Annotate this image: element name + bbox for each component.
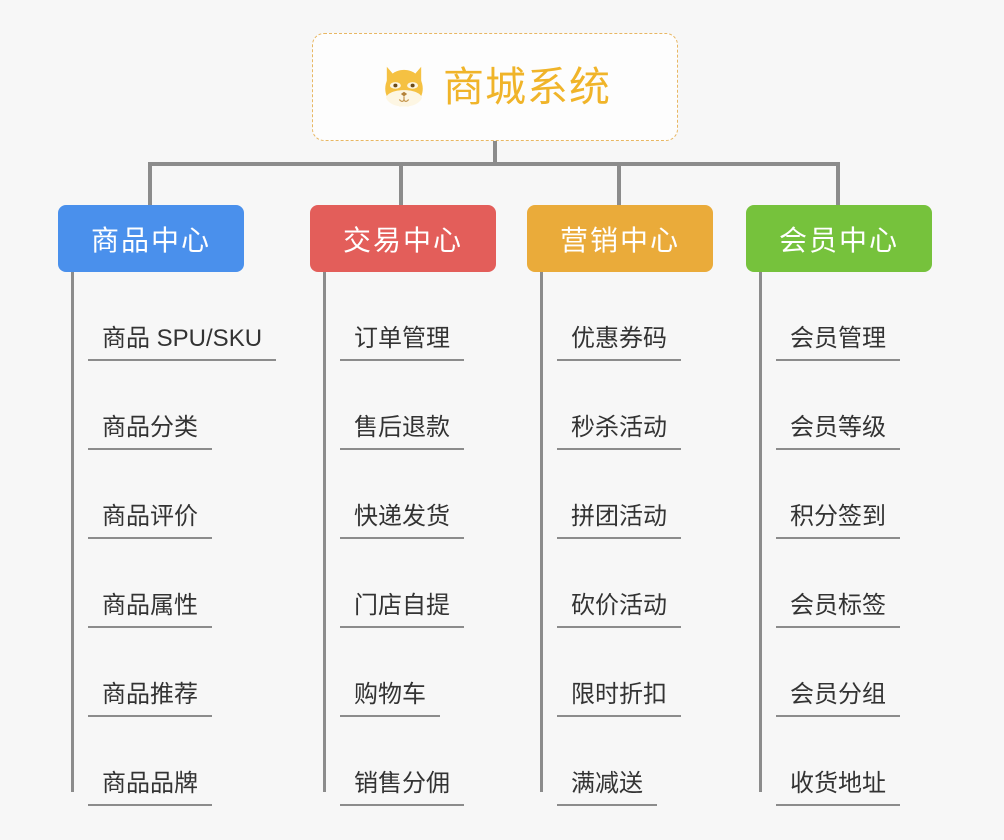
list-item[interactable]: 收货地址 [746, 717, 946, 806]
list-item[interactable]: 销售分佣 [310, 717, 525, 806]
root-title: 商城系统 [443, 63, 611, 110]
leaf-label: 会员等级 [776, 414, 900, 450]
branch-header-2[interactable]: 交易中心 [310, 205, 496, 272]
branch-header-label-4: 会员中心 [778, 224, 899, 256]
list-item[interactable]: 会员分组 [746, 628, 946, 717]
list-item[interactable]: 会员等级 [746, 361, 946, 450]
leaf-label: 购物车 [340, 681, 440, 717]
leaf-label: 会员管理 [776, 325, 900, 361]
leaf-label: 商品 SPU/SKU [88, 325, 277, 361]
connector-bus [150, 162, 838, 166]
leaf-label: 满减送 [557, 770, 657, 806]
leaf-label: 销售分佣 [340, 770, 464, 806]
leaf-label: 积分签到 [776, 503, 900, 539]
list-item[interactable]: 砍价活动 [527, 539, 727, 628]
list-item[interactable]: 商品属性 [58, 539, 288, 628]
leaf-list-3: 优惠券码 秒杀活动 拼团活动 砍价活动 限时折扣 满减送 [527, 272, 727, 806]
branch-header-label-3: 营销中心 [559, 224, 680, 256]
branch-marketing-center: 营销中心 优惠券码 秒杀活动 拼团活动 砍价活动 限时折扣 满减送 [527, 205, 727, 806]
connector-drop-3 [617, 162, 621, 205]
leaf-list-2: 订单管理 售后退款 快递发货 门店自提 购物车 销售分佣 [310, 272, 525, 806]
list-item[interactable]: 商品品牌 [58, 717, 288, 806]
leaf-label: 拼团活动 [557, 503, 681, 539]
list-item[interactable]: 满减送 [527, 717, 727, 806]
connector-drop-2 [399, 162, 403, 205]
list-item[interactable]: 商品分类 [58, 361, 288, 450]
leaf-label: 秒杀活动 [557, 414, 681, 450]
leaf-label: 快递发货 [340, 503, 464, 539]
leaf-label: 售后退款 [340, 414, 464, 450]
leaf-label: 商品推荐 [88, 681, 212, 717]
leaf-label: 商品评价 [88, 503, 212, 539]
leaf-label: 订单管理 [340, 325, 464, 361]
leaf-list-4: 会员管理 会员等级 积分签到 会员标签 会员分组 收货地址 [746, 272, 946, 806]
root-node[interactable]: 商城系统 [312, 33, 678, 141]
list-item[interactable]: 优惠券码 [527, 272, 727, 361]
branch-header-label-1: 商品中心 [90, 224, 211, 256]
list-item[interactable]: 商品推荐 [58, 628, 288, 717]
list-item[interactable]: 会员标签 [746, 539, 946, 628]
branch-header-4[interactable]: 会员中心 [746, 205, 932, 272]
list-item[interactable]: 门店自提 [310, 539, 525, 628]
leaf-label: 商品分类 [88, 414, 212, 450]
branch-product-center: 商品中心 商品 SPU/SKU 商品分类 商品评价 商品属性 商品推荐 商品品牌 [58, 205, 288, 806]
shiba-dog-icon [385, 66, 423, 107]
list-item[interactable]: 快递发货 [310, 450, 525, 539]
connector-trunk [493, 141, 497, 165]
leaf-label: 限时折扣 [557, 681, 681, 717]
branch-member-center: 会员中心 会员管理 会员等级 积分签到 会员标签 会员分组 收货地址 [746, 205, 946, 806]
list-item[interactable]: 商品评价 [58, 450, 288, 539]
list-item[interactable]: 订单管理 [310, 272, 525, 361]
list-item[interactable]: 积分签到 [746, 450, 946, 539]
leaf-list-1: 商品 SPU/SKU 商品分类 商品评价 商品属性 商品推荐 商品品牌 [58, 272, 288, 806]
leaf-label: 优惠券码 [557, 325, 681, 361]
branch-header-3[interactable]: 营销中心 [527, 205, 713, 272]
connector-drop-4 [836, 162, 840, 205]
list-item[interactable]: 购物车 [310, 628, 525, 717]
list-item[interactable]: 会员管理 [746, 272, 946, 361]
leaf-label: 会员分组 [776, 681, 900, 717]
list-item[interactable]: 售后退款 [310, 361, 525, 450]
list-item[interactable]: 商品 SPU/SKU [58, 272, 288, 361]
branch-trade-center: 交易中心 订单管理 售后退款 快递发货 门店自提 购物车 销售分佣 [310, 205, 525, 806]
leaf-label: 会员标签 [776, 592, 900, 628]
list-item[interactable]: 限时折扣 [527, 628, 727, 717]
branch-header-1[interactable]: 商品中心 [58, 205, 244, 272]
list-item[interactable]: 秒杀活动 [527, 361, 727, 450]
leaf-label: 门店自提 [340, 592, 464, 628]
leaf-label: 砍价活动 [557, 592, 681, 628]
branch-header-label-2: 交易中心 [342, 224, 463, 256]
connector-drop-1 [148, 162, 152, 205]
leaf-label: 收货地址 [776, 770, 900, 806]
list-item[interactable]: 拼团活动 [527, 450, 727, 539]
leaf-label: 商品品牌 [88, 770, 212, 806]
leaf-label: 商品属性 [88, 592, 212, 628]
